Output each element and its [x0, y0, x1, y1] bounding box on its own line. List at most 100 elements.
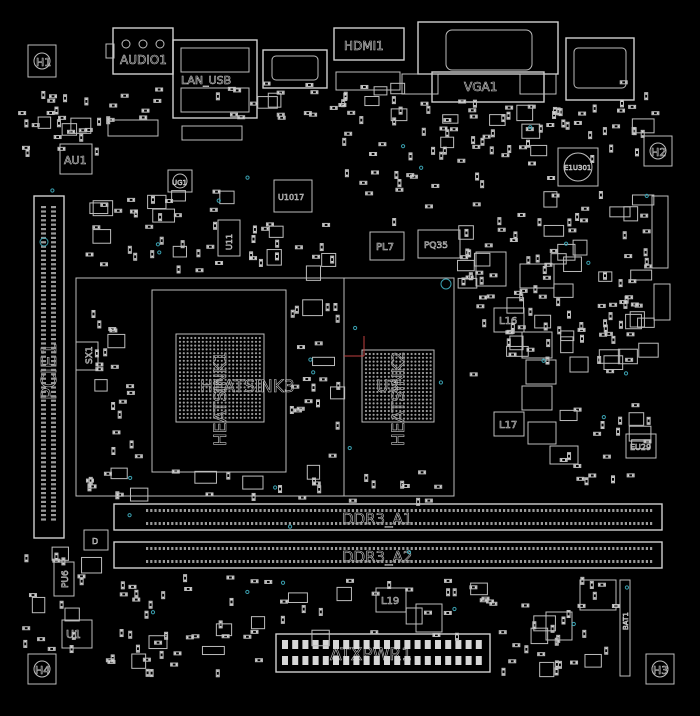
- bga-ball: [258, 416, 261, 419]
- bga-ball: [395, 379, 398, 382]
- component-pad: [105, 203, 108, 206]
- bga-ball-grid-soc: [178, 336, 261, 419]
- component-pad: [544, 295, 546, 298]
- pcie-pin: [51, 364, 56, 367]
- bga-ball: [201, 412, 204, 416]
- component-pad: [48, 647, 51, 650]
- component-pad: [625, 81, 627, 84]
- component-pad: [579, 112, 581, 115]
- bga-ball: [410, 394, 413, 397]
- component-pad: [269, 580, 272, 583]
- dimm-pin: [465, 547, 468, 550]
- component-pad: [82, 575, 85, 578]
- bga-ball: [186, 371, 189, 374]
- component-pad: [473, 145, 475, 148]
- passive-component: [49, 94, 58, 99]
- dimm-pin: [368, 560, 371, 563]
- pcie-pin: [41, 412, 46, 415]
- via: [452, 606, 457, 612]
- passive-component: [397, 179, 402, 188]
- component-pad: [534, 286, 537, 288]
- component-pad: [60, 601, 63, 604]
- passive-component: [510, 322, 515, 331]
- bga-ball: [201, 401, 204, 404]
- component-pad: [337, 387, 340, 389]
- dimm-pin: [267, 522, 270, 525]
- component-pad: [585, 478, 588, 480]
- bga-ball: [380, 364, 383, 367]
- dimm-pin: [557, 560, 560, 563]
- bga-ball: [239, 405, 242, 408]
- component-pad: [536, 259, 539, 262]
- component-pad: [518, 213, 521, 216]
- passive-component: [418, 470, 427, 475]
- bga-ball: [220, 336, 223, 340]
- component-pad: [472, 141, 475, 144]
- passive-component: [446, 588, 451, 597]
- passive-component: [622, 231, 627, 240]
- pcie-pin: [51, 333, 56, 336]
- dimm-pin: [196, 509, 199, 512]
- dimm-pin: [620, 522, 623, 525]
- component-pad: [593, 474, 596, 477]
- passive-component: [501, 153, 510, 158]
- bga-ball: [190, 412, 193, 416]
- heatsink2-label: HEATSINK2: [389, 351, 409, 446]
- bga-ball: [368, 394, 371, 397]
- dimm-pin: [620, 560, 623, 563]
- bga-ball: [421, 371, 425, 375]
- passive-component: [557, 326, 562, 335]
- passive-component: [229, 112, 238, 117]
- component-pad: [423, 471, 426, 474]
- bga-ball: [232, 367, 235, 370]
- component-pad: [142, 109, 145, 112]
- bga-ball: [425, 379, 428, 382]
- component-outline: [287, 592, 308, 603]
- bga-ball: [387, 360, 390, 363]
- component-pad: [334, 454, 336, 457]
- bga-ball: [368, 417, 371, 420]
- dimm-pin: [360, 522, 363, 525]
- component-pad: [344, 97, 347, 99]
- bga-ball: [216, 416, 220, 419]
- dimm-pin: [343, 560, 346, 563]
- bga-ball: [235, 393, 239, 397]
- component-pad: [557, 108, 560, 111]
- dimm-pin: [477, 560, 480, 563]
- bga-ball: [194, 359, 197, 362]
- dimm-pin: [414, 560, 417, 563]
- passive-component: [609, 302, 618, 307]
- bga-ball: [399, 375, 402, 378]
- dimm-pin: [267, 509, 270, 512]
- component-pad: [337, 382, 340, 385]
- pcie-pin: [41, 307, 46, 310]
- bga-ball: [254, 344, 258, 347]
- component-pad: [98, 321, 101, 324]
- component-outline: [64, 607, 80, 622]
- bga-ball: [182, 409, 185, 412]
- bga-ball: [395, 368, 398, 371]
- pcie-pin: [41, 223, 46, 226]
- dimm-pin: [482, 560, 485, 563]
- component-pad: [593, 109, 596, 112]
- dimm-pin: [175, 509, 178, 512]
- dimm-pin: [230, 522, 233, 525]
- bga-ball: [247, 412, 250, 416]
- bga-ball: [182, 348, 185, 351]
- component-pad: [612, 476, 615, 478]
- dimm-pin: [351, 522, 354, 525]
- component-pad: [140, 455, 142, 458]
- bga-ball: [243, 344, 246, 347]
- component-outline: [172, 245, 188, 258]
- bga-ball: [406, 375, 409, 378]
- bga-ball: [186, 409, 189, 412]
- component-pad: [370, 153, 372, 156]
- pcie-pin: [41, 302, 46, 305]
- bga-ball: [258, 401, 261, 404]
- passive-component: [573, 120, 582, 125]
- chip-pu6-label: PU6: [61, 570, 71, 588]
- dimm-pin: [482, 547, 485, 550]
- component-pad: [598, 432, 601, 435]
- bga-ball: [402, 387, 406, 390]
- via: [406, 550, 412, 555]
